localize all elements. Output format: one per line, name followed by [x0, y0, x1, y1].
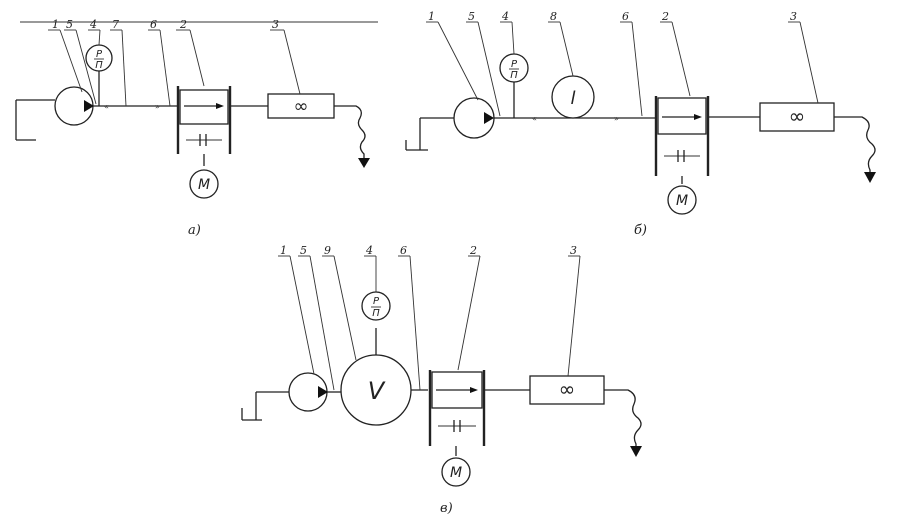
drain-outlet — [834, 116, 876, 172]
drain-arrow-icon — [358, 158, 370, 168]
callout-5: 5 — [300, 244, 307, 257]
length-label: l — [570, 88, 575, 109]
diagram-b: « » P П l M ∞ 1 — [405, 10, 876, 238]
gauge-bottom-text: П — [372, 308, 380, 319]
drain-symbol: ∞ — [559, 377, 576, 401]
drain-box — [267, 93, 335, 119]
motor-symbol — [441, 457, 471, 487]
callout-7: 7 — [112, 18, 119, 31]
callout-2: 2 — [179, 18, 187, 31]
callout-3: 3 — [790, 10, 797, 23]
diagram-a: « » P П M ∞ — [15, 18, 378, 238]
drain-outlet — [604, 389, 642, 446]
drain-arrow-icon — [630, 446, 642, 457]
caption-b: б) — [634, 223, 647, 238]
callout-3: 3 — [272, 18, 279, 31]
callout-1: 1 — [280, 244, 287, 257]
drain-symbol: ∞ — [789, 104, 806, 128]
callout-3: 3 — [570, 244, 577, 257]
callout-5: 5 — [468, 10, 475, 23]
drain-outlet — [334, 105, 366, 158]
drain-box — [529, 375, 605, 405]
gauge-top-text: P — [511, 59, 518, 70]
drain-symbol: ∞ — [294, 96, 309, 117]
callout-4: 4 — [501, 10, 509, 23]
diagram-c: V P П M ∞ 1 5 9 — [241, 244, 642, 516]
callout-1: 1 — [52, 18, 59, 31]
svg-text:«: « — [104, 102, 109, 111]
pump-arrow-icon — [484, 112, 494, 124]
volume-label: V — [368, 377, 386, 405]
motor-label: M — [676, 193, 688, 209]
motor-label: M — [450, 465, 462, 481]
gauge-top-text: P — [96, 49, 103, 60]
callout-6: 6 — [150, 18, 157, 31]
pump-arrow-icon — [318, 386, 328, 398]
motor-symbol — [189, 169, 219, 199]
motor-label: M — [198, 177, 210, 193]
callout-5: 5 — [66, 18, 73, 31]
callout-9: 9 — [324, 244, 331, 257]
caption-a: а) — [188, 223, 201, 238]
callout-8: 8 — [550, 10, 557, 23]
tank-symbol — [241, 391, 290, 421]
callout-6: 6 — [622, 10, 629, 23]
gauge-bottom-text: П — [510, 70, 518, 81]
svg-text:»: » — [614, 114, 619, 123]
tank-symbol — [15, 99, 55, 141]
gauge-bottom-text: П — [95, 60, 103, 71]
motor-symbol — [667, 185, 697, 215]
gauge-top-text: P — [373, 296, 380, 307]
svg-text:»: » — [155, 102, 160, 111]
callout-1: 1 — [428, 10, 435, 23]
callout-2: 2 — [661, 10, 669, 23]
svg-text:«: « — [532, 114, 537, 123]
drain-arrow-icon — [864, 172, 876, 183]
tank-symbol — [405, 117, 456, 151]
callout-6: 6 — [400, 244, 407, 257]
callout-4: 4 — [365, 244, 373, 257]
callout-4: 4 — [89, 18, 97, 31]
callout-2: 2 — [469, 244, 477, 257]
caption-c: в) — [440, 501, 453, 516]
pump-arrow-icon — [84, 100, 94, 112]
